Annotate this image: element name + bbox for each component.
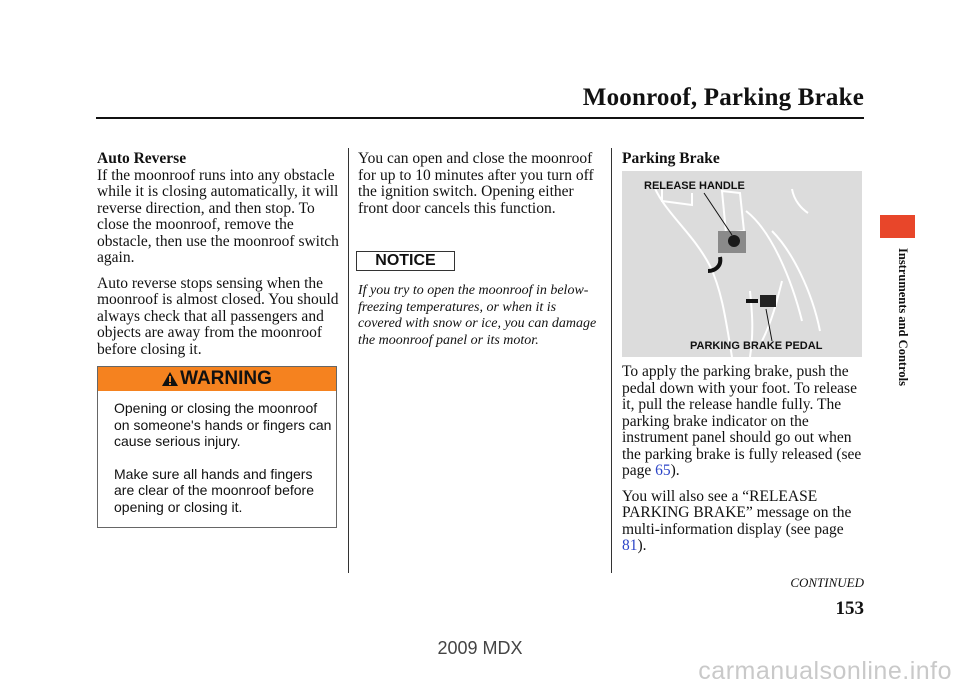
parking-brake-paragraph-1-text: To apply the parking brake, push the ped… [622, 363, 862, 479]
parking-brake-illustration [651, 180, 821, 357]
notice-text: If you try to open the moonroof in below… [358, 283, 597, 348]
moonroof-timer-paragraph: You can open and close the moonroof for … [358, 150, 594, 217]
left-column: Auto Reverse If the moonroof runs into a… [97, 150, 342, 367]
section-tab-marker [880, 215, 915, 238]
page-65-link[interactable]: 65 [655, 462, 671, 479]
continued-label: CONTINUED [790, 575, 864, 590]
parking-brake-pedal-label: PARKING BRAKE PEDAL [690, 340, 823, 352]
column-divider-left [348, 148, 349, 573]
parking-brake-paragraph-2-text: You will also see a “RELEASE PARKING BRA… [622, 487, 852, 538]
auto-reverse-paragraph-2: Auto reverse stops sensing when the moon… [97, 274, 339, 358]
parking-brake-paragraph-1: To apply the parking brake, push the ped… [622, 363, 862, 480]
section-heading-parking-brake: Parking Brake [622, 150, 720, 167]
warning-triangle-icon [162, 372, 179, 386]
parking-brake-paragraph-2-end: ). [637, 537, 647, 554]
warning-header: WARNING [98, 367, 336, 391]
parking-brake-paragraph-1-end: ). [670, 462, 680, 479]
page-81-link[interactable]: 81 [622, 537, 638, 554]
site-watermark: carmanualsonline.info [698, 657, 952, 685]
auto-reverse-paragraph-1: If the moonroof runs into any obstacle w… [97, 166, 339, 266]
section-heading-auto-reverse: Auto Reverse [97, 150, 187, 167]
warning-body: Opening or closing the moonroof on someo… [98, 391, 336, 515]
parking-brake-figure: RELEASE HANDLE PARKING BRAKE PEDAL [622, 171, 862, 357]
title-divider [96, 117, 864, 119]
page-title: Moonroof, Parking Brake [582, 84, 864, 111]
footer-model: 2009 MDX [437, 638, 523, 658]
warning-text-1: Opening or closing the moonroof on someo… [114, 400, 332, 449]
warning-box: WARNING Opening or closing the moonroof … [97, 366, 337, 528]
section-tab-label: Instruments and Controls [896, 248, 910, 386]
column-divider-right [611, 148, 612, 573]
middle-column: You can open and close the moonroof for … [358, 150, 603, 226]
notice-label: NOTICE [356, 251, 455, 271]
warning-label: WARNING [180, 368, 272, 389]
release-handle-label: RELEASE HANDLE [644, 180, 745, 192]
right-column-text: To apply the parking brake, push the ped… [622, 363, 862, 564]
parking-brake-paragraph-2: You will also see a “RELEASE PARKING BRA… [622, 487, 862, 555]
warning-text-2: Make sure all hands and fingers are clea… [114, 465, 315, 515]
page-number: 153 [835, 598, 865, 619]
